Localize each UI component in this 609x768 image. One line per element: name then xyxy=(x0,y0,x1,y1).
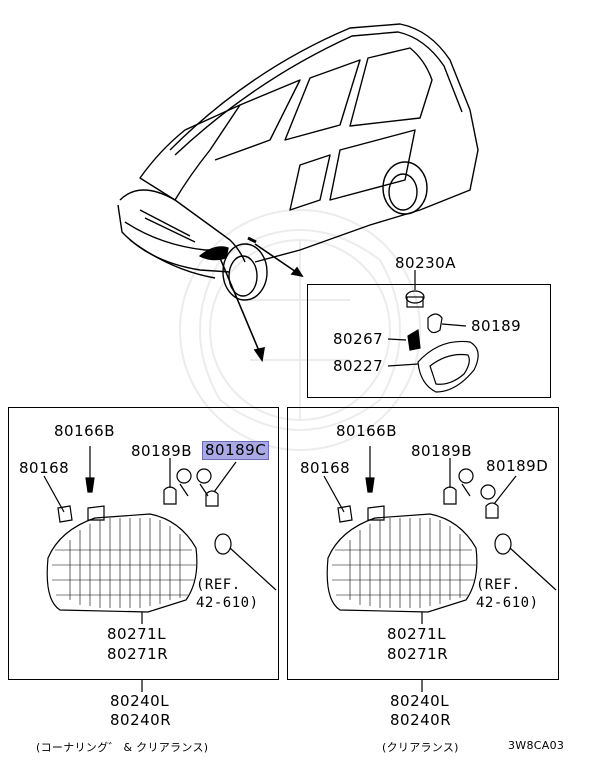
part-80230a-label[interactable]: 80230A xyxy=(395,254,456,272)
side-marker-box xyxy=(307,284,551,398)
right-ref-line2: 42-610) xyxy=(476,595,539,611)
right-part-80166b-label[interactable]: 80166B xyxy=(336,422,398,440)
left-assembly-r-label[interactable]: 80240R xyxy=(110,711,172,729)
right-part-80189d-label[interactable]: 80189D xyxy=(486,457,549,475)
right-part-80189b-label[interactable]: 80189B xyxy=(411,442,473,460)
left-part-80189b-label[interactable]: 80189B xyxy=(131,442,193,460)
left-ref-line1: (REF. xyxy=(196,577,241,593)
assembly-leaders xyxy=(141,680,423,692)
part-80267-label[interactable]: 80267 xyxy=(333,330,384,348)
left-ref-line2: 42-610) xyxy=(196,595,259,611)
right-lamp-parts xyxy=(323,446,557,624)
left-part-80189c-label[interactable]: 80189C xyxy=(202,441,270,460)
part-80189-label[interactable]: 80189 xyxy=(471,317,522,335)
cornering-lamp-box xyxy=(8,407,279,680)
left-part-80166b-label[interactable]: 80166B xyxy=(54,422,116,440)
right-part-80168-label[interactable]: 80168 xyxy=(300,459,351,477)
left-assembly-l-label[interactable]: 80240L xyxy=(110,692,170,710)
watermark-icon xyxy=(179,209,421,451)
left-lamp-l-label[interactable]: 80271L xyxy=(107,625,167,643)
left-caption: (コーナリング゛ & クリアランス) xyxy=(36,741,209,754)
left-part-80168-label[interactable]: 80168 xyxy=(19,459,70,477)
right-assembly-l-label[interactable]: 80240L xyxy=(390,692,450,710)
diagram-code: 3W8CA03 xyxy=(508,739,565,752)
right-lamp-r-label[interactable]: 80271R xyxy=(387,645,449,663)
left-lamp-r-label[interactable]: 80271R xyxy=(107,645,169,663)
part-80227-label[interactable]: 80227 xyxy=(333,357,384,375)
pointer-arrows xyxy=(219,243,304,363)
van-illustration xyxy=(117,23,479,301)
clearance-lamp-box xyxy=(287,407,559,680)
side-marker-parts xyxy=(387,270,479,393)
right-lamp-l-label[interactable]: 80271L xyxy=(387,625,447,643)
right-ref-line1: (REF. xyxy=(476,577,521,593)
right-assembly-r-label[interactable]: 80240R xyxy=(390,711,452,729)
right-caption: (クリアランス) xyxy=(382,741,459,754)
left-lamp-parts xyxy=(43,446,277,624)
